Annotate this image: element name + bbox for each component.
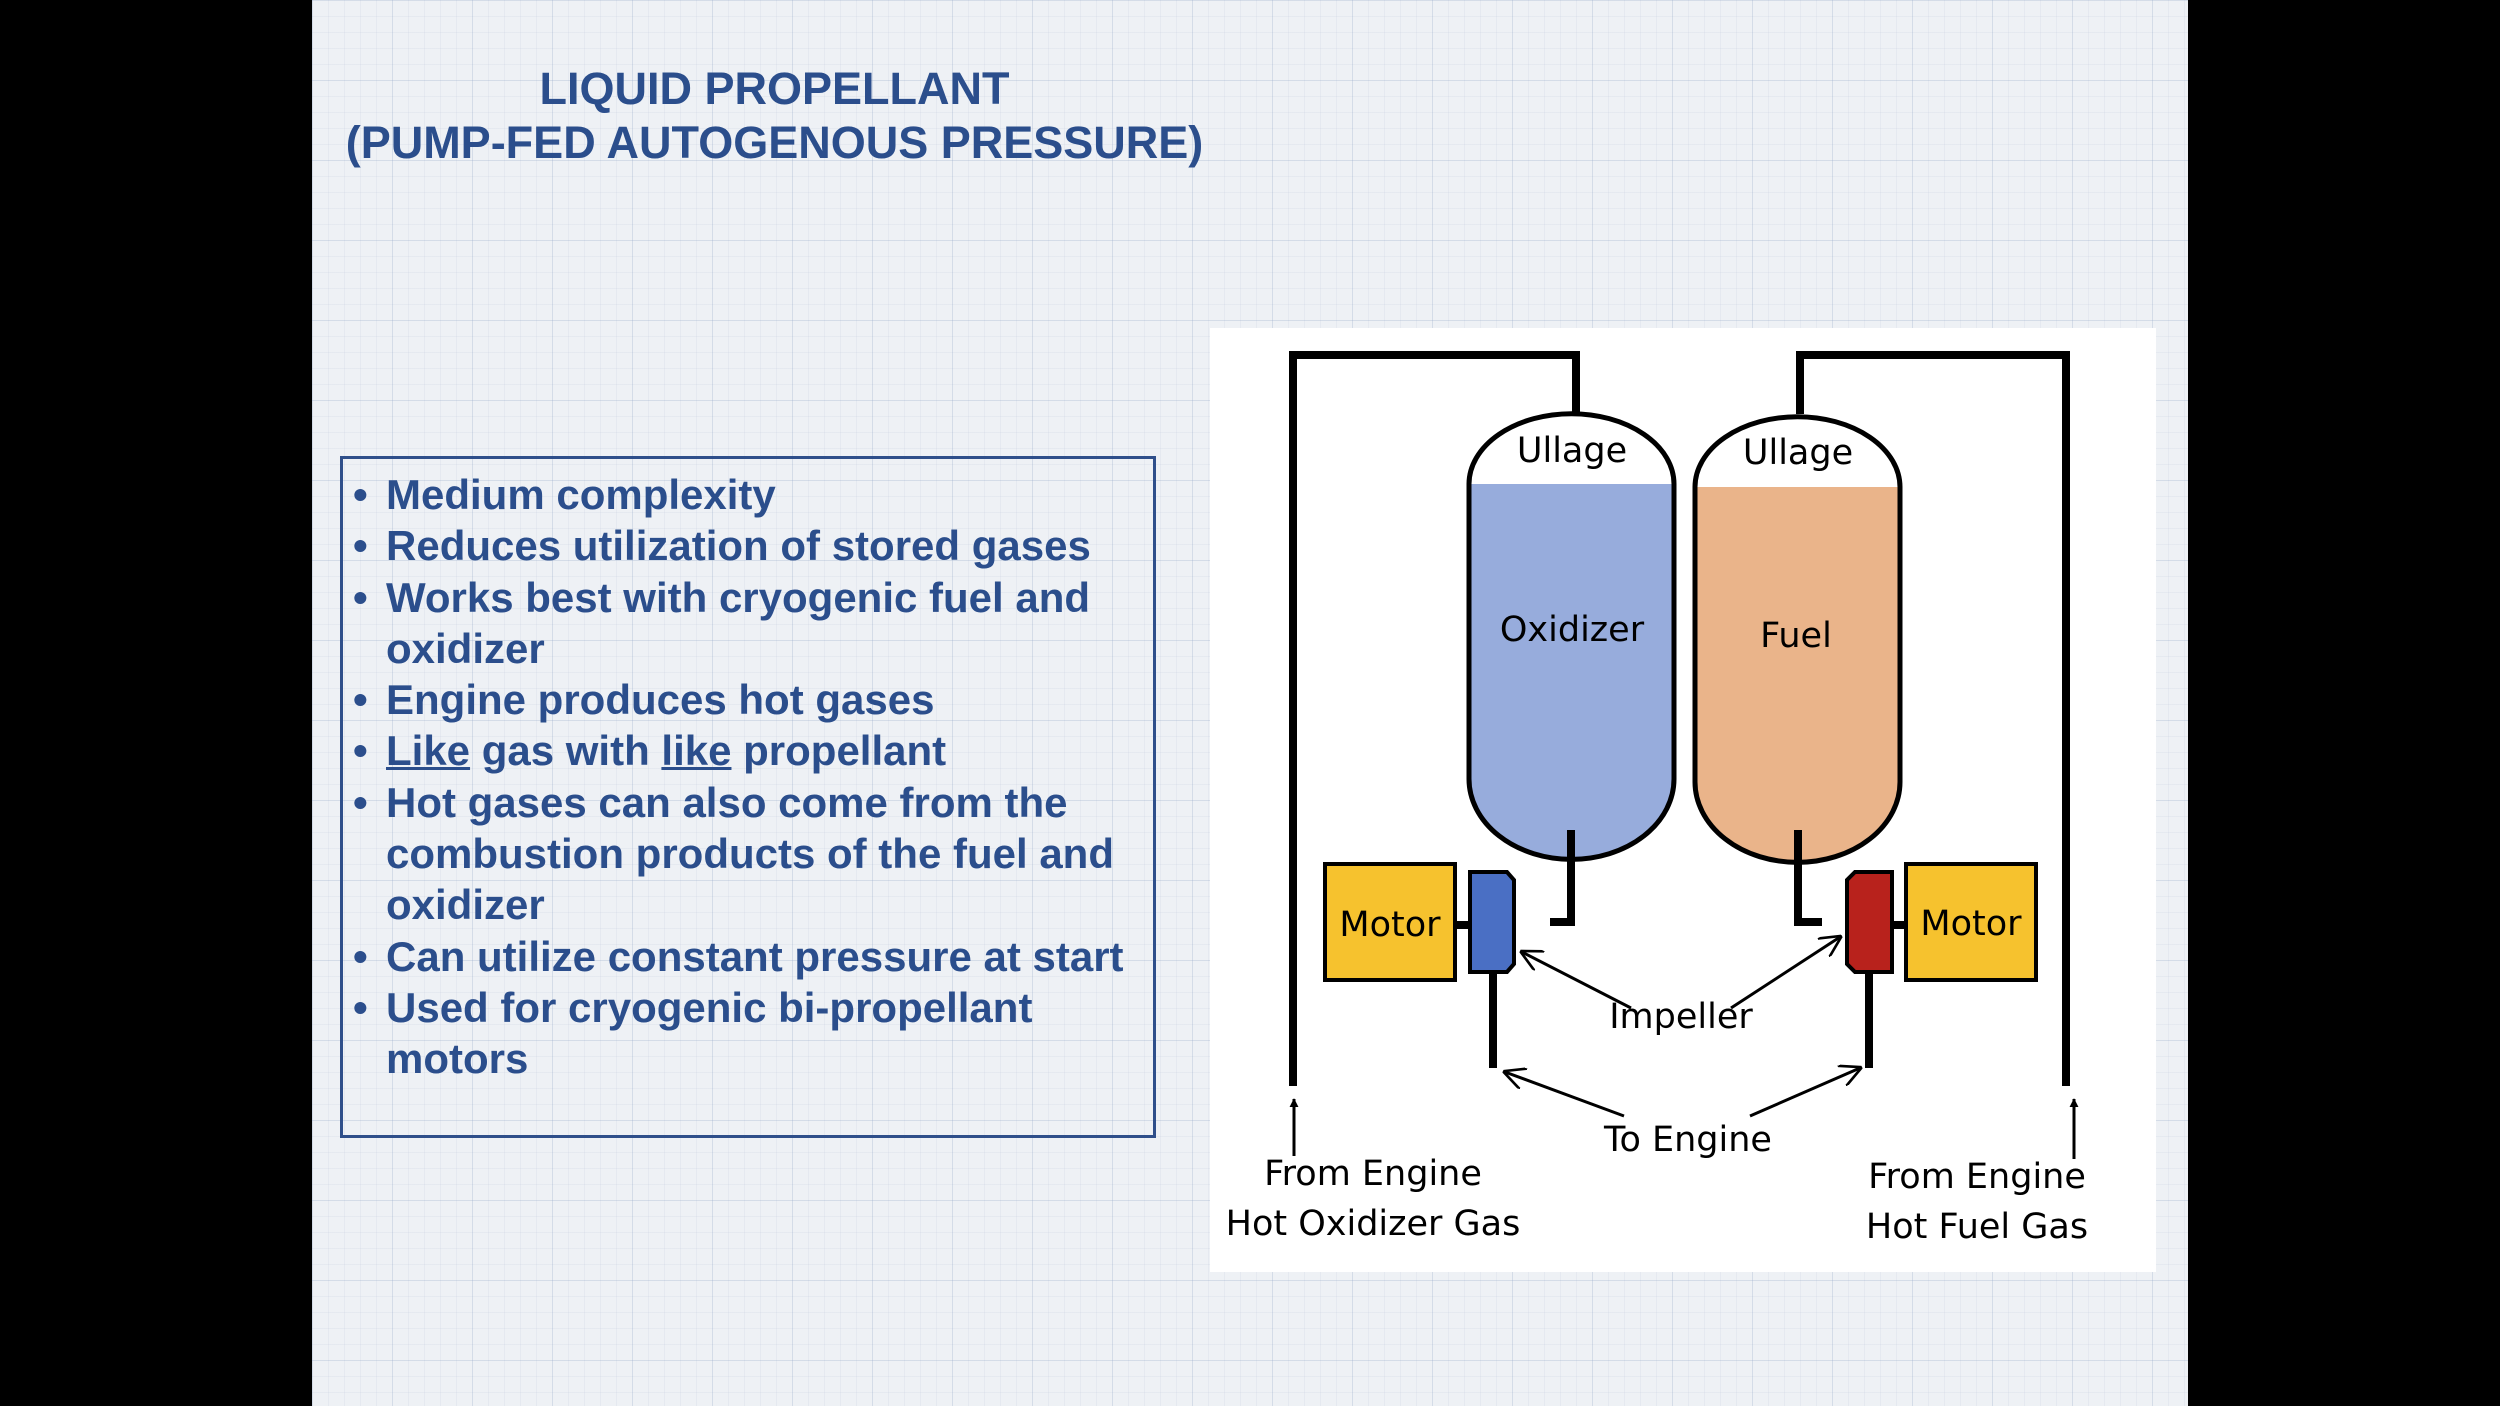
motor-left-label: Motor	[1339, 905, 1441, 945]
oxidizer-pressurant-line	[1289, 351, 1580, 1086]
underlined-like: Like	[386, 727, 471, 775]
oxidizer-label: Oxidizer	[1500, 610, 1645, 650]
underlined-like: like	[661, 727, 732, 775]
fuel-tank	[1692, 414, 1903, 865]
slide: LIQUID PROPELLANT (PUMP-FED AUTOGENOUS P…	[312, 0, 2188, 1406]
bullet-item: Like gas with like propellant	[351, 725, 1149, 777]
from-engine-left-line-2: Hot Oxidizer Gas	[1226, 1204, 1521, 1244]
pump-fed-diagram: Ullage Ullage Oxidizer Fuel Motor Motor …	[1210, 328, 2156, 1272]
oxidizer-outlet-pipe	[1550, 830, 1575, 926]
bullet-list-box: Medium complexity Reduces utilization of…	[340, 456, 1156, 1138]
fuel-liquid	[1695, 487, 1900, 863]
to-engine-left-arrow	[1505, 1072, 1625, 1118]
slide-title-line-2: (PUMP-FED AUTOGENOUS PRESSURE)	[345, 117, 1204, 168]
ullage-fuel-label: Ullage	[1743, 433, 1853, 473]
bullet-text: propellant	[731, 727, 947, 775]
ullage-oxidizer-label: Ullage	[1517, 431, 1627, 471]
bullet-item: Can utilize constant pressure at start	[351, 931, 1149, 983]
fuel-label: Fuel	[1760, 616, 1832, 656]
from-engine-right-line-2: Hot Fuel Gas	[1866, 1207, 2088, 1247]
impeller-right-arrow	[1730, 937, 1840, 1010]
from-engine-left-line-1: From Engine	[1264, 1154, 1482, 1194]
to-engine-right-arrow	[1749, 1068, 1860, 1118]
motor-right-box	[1904, 862, 2038, 982]
bullet-item: Engine produces hot gases	[351, 674, 1149, 726]
oxidizer-tank	[1466, 411, 1677, 862]
to-engine-label: To Engine	[1603, 1120, 1772, 1160]
bullet-item: Hot gases can also come from the combust…	[351, 777, 1149, 931]
fuel-pressurant-line	[1796, 351, 2070, 1086]
fuel-outlet-pipe	[1794, 830, 1822, 926]
motor-right-label: Motor	[1920, 904, 2022, 944]
from-engine-right-line-1: From Engine	[1868, 1157, 2086, 1197]
impeller-label: Impeller	[1609, 997, 1753, 1037]
impeller-right	[1845, 870, 1894, 974]
oxidizer-liquid	[1469, 484, 1674, 860]
impeller-left-arrow	[1522, 952, 1632, 1010]
bullet-item: Reduces utilization of stored gases	[351, 520, 1149, 572]
bullet-item: Medium complexity	[351, 469, 1149, 521]
slide-title-line-1: LIQUID PROPELLANT	[539, 63, 1010, 114]
bullet-item: Used for cryogenic bi-propellant motors	[351, 982, 1149, 1085]
impeller-left	[1468, 870, 1516, 974]
bullet-text: gas with	[470, 727, 662, 775]
bullet-item: Works best with cryogenic fuel and oxidi…	[351, 572, 1149, 675]
